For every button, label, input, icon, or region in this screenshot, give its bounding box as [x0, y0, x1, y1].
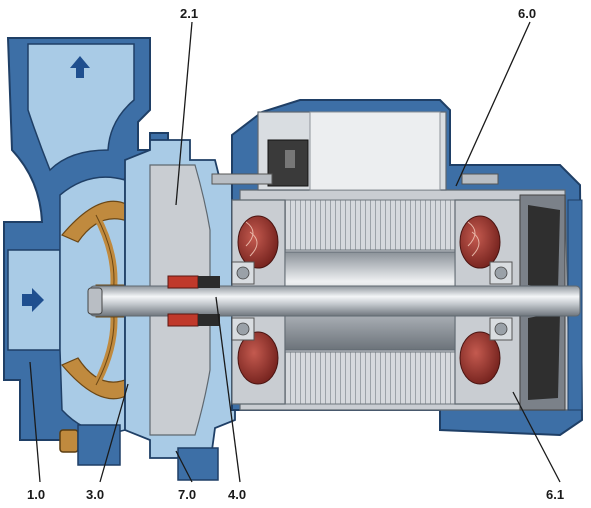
- flow-right-arrow-icon: [22, 288, 44, 312]
- leader-lines: [29, 21, 561, 483]
- callout-1-0: 1.0: [27, 487, 45, 502]
- rotor-shaft-assembly: [87, 251, 581, 351]
- stator-core-top: [284, 199, 456, 251]
- callout-6-1: 6.1: [546, 487, 564, 502]
- callout-6-0: 6.0: [518, 6, 536, 21]
- front-bearing: [231, 261, 255, 341]
- leader-6-0: [455, 21, 531, 187]
- callout-4-0: 4.0: [228, 487, 246, 502]
- stator-core-bottom: [284, 351, 456, 405]
- stator-windings: [237, 215, 501, 385]
- leader-2-1: [175, 21, 193, 206]
- callout-2-1: 2.1: [180, 6, 198, 21]
- outlet-passage: [27, 43, 135, 172]
- mechanical-seal: [167, 275, 220, 327]
- leader-3-0: [99, 383, 129, 483]
- flow-up-arrow-icon: [70, 56, 90, 78]
- callout-7-0: 7.0: [178, 487, 196, 502]
- impeller-nut: [87, 287, 103, 315]
- tie-bolt-top: [211, 173, 273, 185]
- leader-6-1: [512, 391, 561, 483]
- leader-7-0: [175, 450, 193, 483]
- shaft: [89, 285, 581, 317]
- rear-bearing: [489, 261, 513, 341]
- leader-4-0: [215, 296, 241, 483]
- leader-1-0: [29, 361, 41, 483]
- drain-plug: [59, 429, 79, 453]
- callout-3-0: 3.0: [86, 487, 104, 502]
